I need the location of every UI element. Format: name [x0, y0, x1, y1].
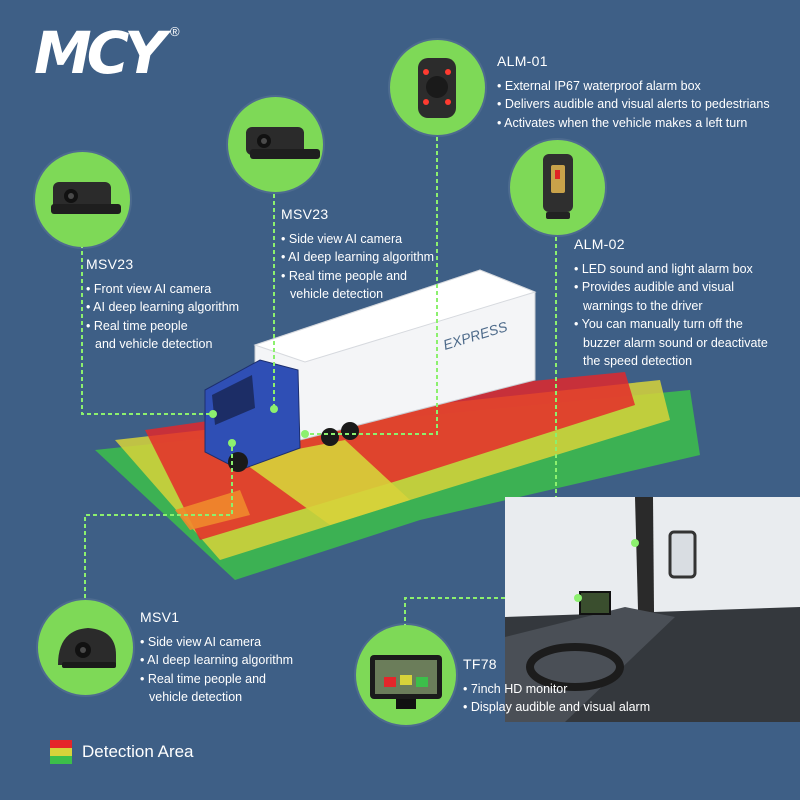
- tf78-description: TF78 7inch HD monitor Display audible an…: [463, 655, 650, 717]
- msv23-front-camera-image: [35, 152, 130, 247]
- camera-mount-point: [301, 430, 309, 438]
- feature-text: You can manually turn off the: [574, 315, 768, 334]
- feature-text: External IP67 waterproof alarm box: [497, 77, 770, 96]
- detection-zone-front-orange: [175, 490, 250, 530]
- feature-text: Real time people and: [140, 670, 293, 689]
- tf78-monitor-image: [356, 625, 456, 725]
- alarm-box-icon: [418, 58, 456, 118]
- product-title: ALM-02: [574, 236, 625, 252]
- feature-text: LED sound and light alarm box: [574, 260, 768, 279]
- camera-mount-point: [270, 405, 278, 413]
- camera-mount-point: [209, 410, 217, 418]
- truck-windshield: [212, 375, 255, 425]
- feature-text: Real time people and: [281, 267, 434, 286]
- feature-text: vehicle detection: [149, 690, 243, 704]
- feature-text: vehicle detection: [290, 287, 384, 301]
- product-title: MSV1: [140, 609, 180, 625]
- feature-text: 7inch HD monitor: [463, 680, 650, 699]
- brand-logo: MCY: [34, 19, 166, 87]
- registered-mark: ®: [170, 24, 180, 39]
- connector-msv1: [84, 443, 233, 598]
- trailer-label: EXPRESS: [441, 318, 510, 353]
- feature-text: AI deep learning algorithm: [86, 298, 239, 317]
- alm01-alarm-box-image: [390, 40, 485, 135]
- detection-zone-side-yellow: [240, 440, 410, 525]
- feature-text: and vehicle detection: [95, 337, 213, 351]
- msv23-side-description: MSV23 Side view AI camera AI deep learni…: [281, 205, 434, 304]
- feature-text: Side view AI camera: [140, 633, 293, 652]
- product-title: MSV23: [86, 256, 134, 272]
- truck-cab: [204, 359, 301, 471]
- msv23-side-camera-image: [228, 97, 323, 192]
- monitor-icon: [370, 655, 442, 709]
- alarm-box-icon: [543, 154, 573, 219]
- feature-text: Real time people: [86, 317, 239, 336]
- feature-text: buzzer alarm sound or deactivate: [583, 335, 768, 350]
- feature-text: the speed detection: [583, 354, 693, 368]
- feature-text: Front view AI camera: [86, 280, 239, 299]
- feature-text: Display audible and visual alarm: [463, 698, 650, 717]
- feature-text: Activates when the vehicle makes a left …: [497, 114, 770, 133]
- alm01-description: ALM-01 External IP67 waterproof alarm bo…: [497, 52, 770, 132]
- feature-text: Delivers audible and visual alerts to pe…: [497, 95, 770, 114]
- camera-icon: [246, 127, 320, 159]
- truck-wheel: [321, 428, 339, 446]
- product-title: TF78: [463, 656, 497, 672]
- legend-label: Detection Area: [82, 742, 194, 761]
- detection-area-swatch-icon: [50, 740, 72, 764]
- alm02-alarm-box-image: [510, 140, 605, 235]
- feature-text: warnings to the driver: [583, 298, 703, 313]
- msv1-camera-image: [38, 600, 133, 695]
- camera-mount-point: [228, 439, 236, 447]
- msv23-front-description: MSV23 Front view AI camera AI deep learn…: [86, 255, 239, 354]
- camera-icon: [58, 628, 116, 668]
- product-title: ALM-01: [497, 53, 548, 69]
- product-title: MSV23: [281, 206, 329, 222]
- msv1-description: MSV1 Side view AI camera AI deep learnin…: [140, 608, 293, 707]
- feature-text: Provides audible and visual: [574, 278, 768, 297]
- truck-wheel: [341, 422, 359, 440]
- legend: Detection Area: [50, 740, 194, 764]
- feature-text: AI deep learning algorithm: [140, 651, 293, 670]
- camera-icon: [51, 182, 121, 214]
- feature-text: Side view AI camera: [281, 230, 434, 249]
- feature-text: AI deep learning algorithm: [281, 248, 434, 267]
- alm02-description: ALM-02 LED sound and light alarm box Pro…: [574, 235, 768, 371]
- truck-wheel: [228, 452, 248, 472]
